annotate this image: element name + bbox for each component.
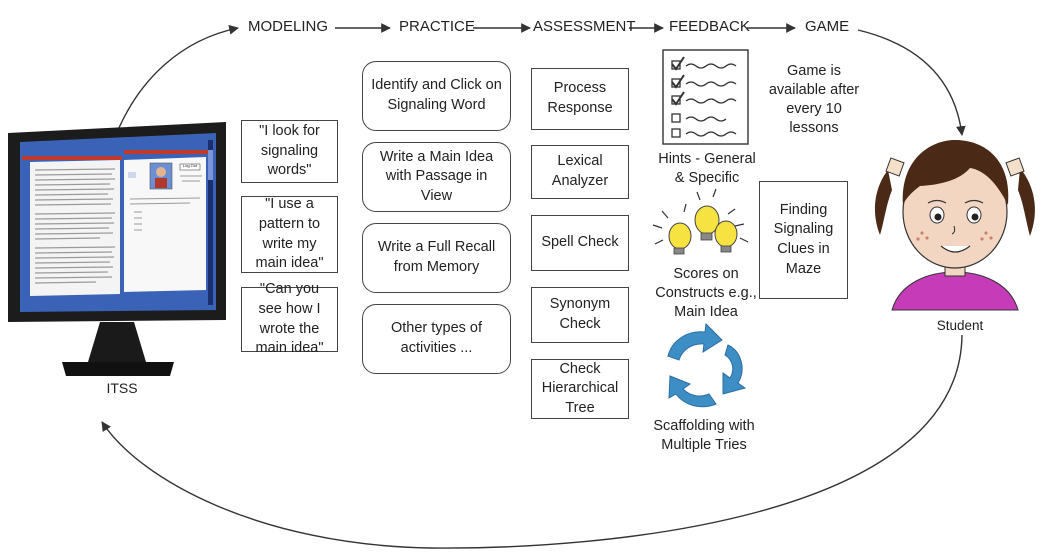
- practice-item-2: Write a Main Idea with Passage in View: [362, 142, 511, 212]
- itss-label: ITSS: [106, 380, 138, 396]
- feedback-scaffolding: Scaffolding with Multiple Tries: [653, 418, 755, 453]
- modeling-quote-2: "I use a pattern to write my main idea": [241, 196, 338, 273]
- modeling-quote-3: "Can you see how I wrote the main idea": [241, 281, 338, 356]
- checklist-icon: [662, 49, 749, 145]
- assessment-item-3: Spell Check: [531, 215, 629, 271]
- game-maze-box: Finding Signaling Clues in Maze: [759, 181, 848, 299]
- feedback-hints: Hints - General & Specific: [658, 151, 756, 186]
- assessment-item-1: Process Response: [531, 68, 629, 130]
- practice-item-4: Other types of activities ...: [362, 304, 511, 374]
- assessment-item-4: Synonym Check: [531, 287, 629, 343]
- screen-logout-button: Log Out: [182, 163, 198, 168]
- stage-practice: PRACTICE: [399, 18, 475, 35]
- modeling-quote-1: "I look for signaling words": [241, 120, 338, 183]
- cycle-arrows-icon: [667, 322, 747, 408]
- practice-item-3: Write a Full Recall from Memory: [362, 223, 511, 293]
- practice-item-1: Identify and Click on Signaling Word: [362, 61, 511, 131]
- stage-assessment: ASSESSMENT: [533, 18, 636, 35]
- game-availability: Game is available after every 10 lessons: [768, 63, 860, 136]
- student-label: Student: [936, 318, 984, 333]
- stage-feedback: FEEDBACK: [669, 18, 750, 35]
- feedback-scores: Scores on Constructs e.g., Main Idea: [655, 266, 757, 320]
- arrow-student-to-itss: [101, 334, 963, 549]
- lightbulb-icon: [652, 188, 749, 255]
- arrow-game-to-student: [857, 29, 966, 136]
- assessment-item-5: Check Hierarchical Tree: [531, 359, 629, 419]
- assessment-item-2: Lexical Analyzer: [531, 145, 629, 199]
- stage-game: GAME: [805, 18, 850, 35]
- stage-modeling: MODELING: [248, 18, 329, 35]
- arrow-itss-to-modeling: [117, 24, 239, 131]
